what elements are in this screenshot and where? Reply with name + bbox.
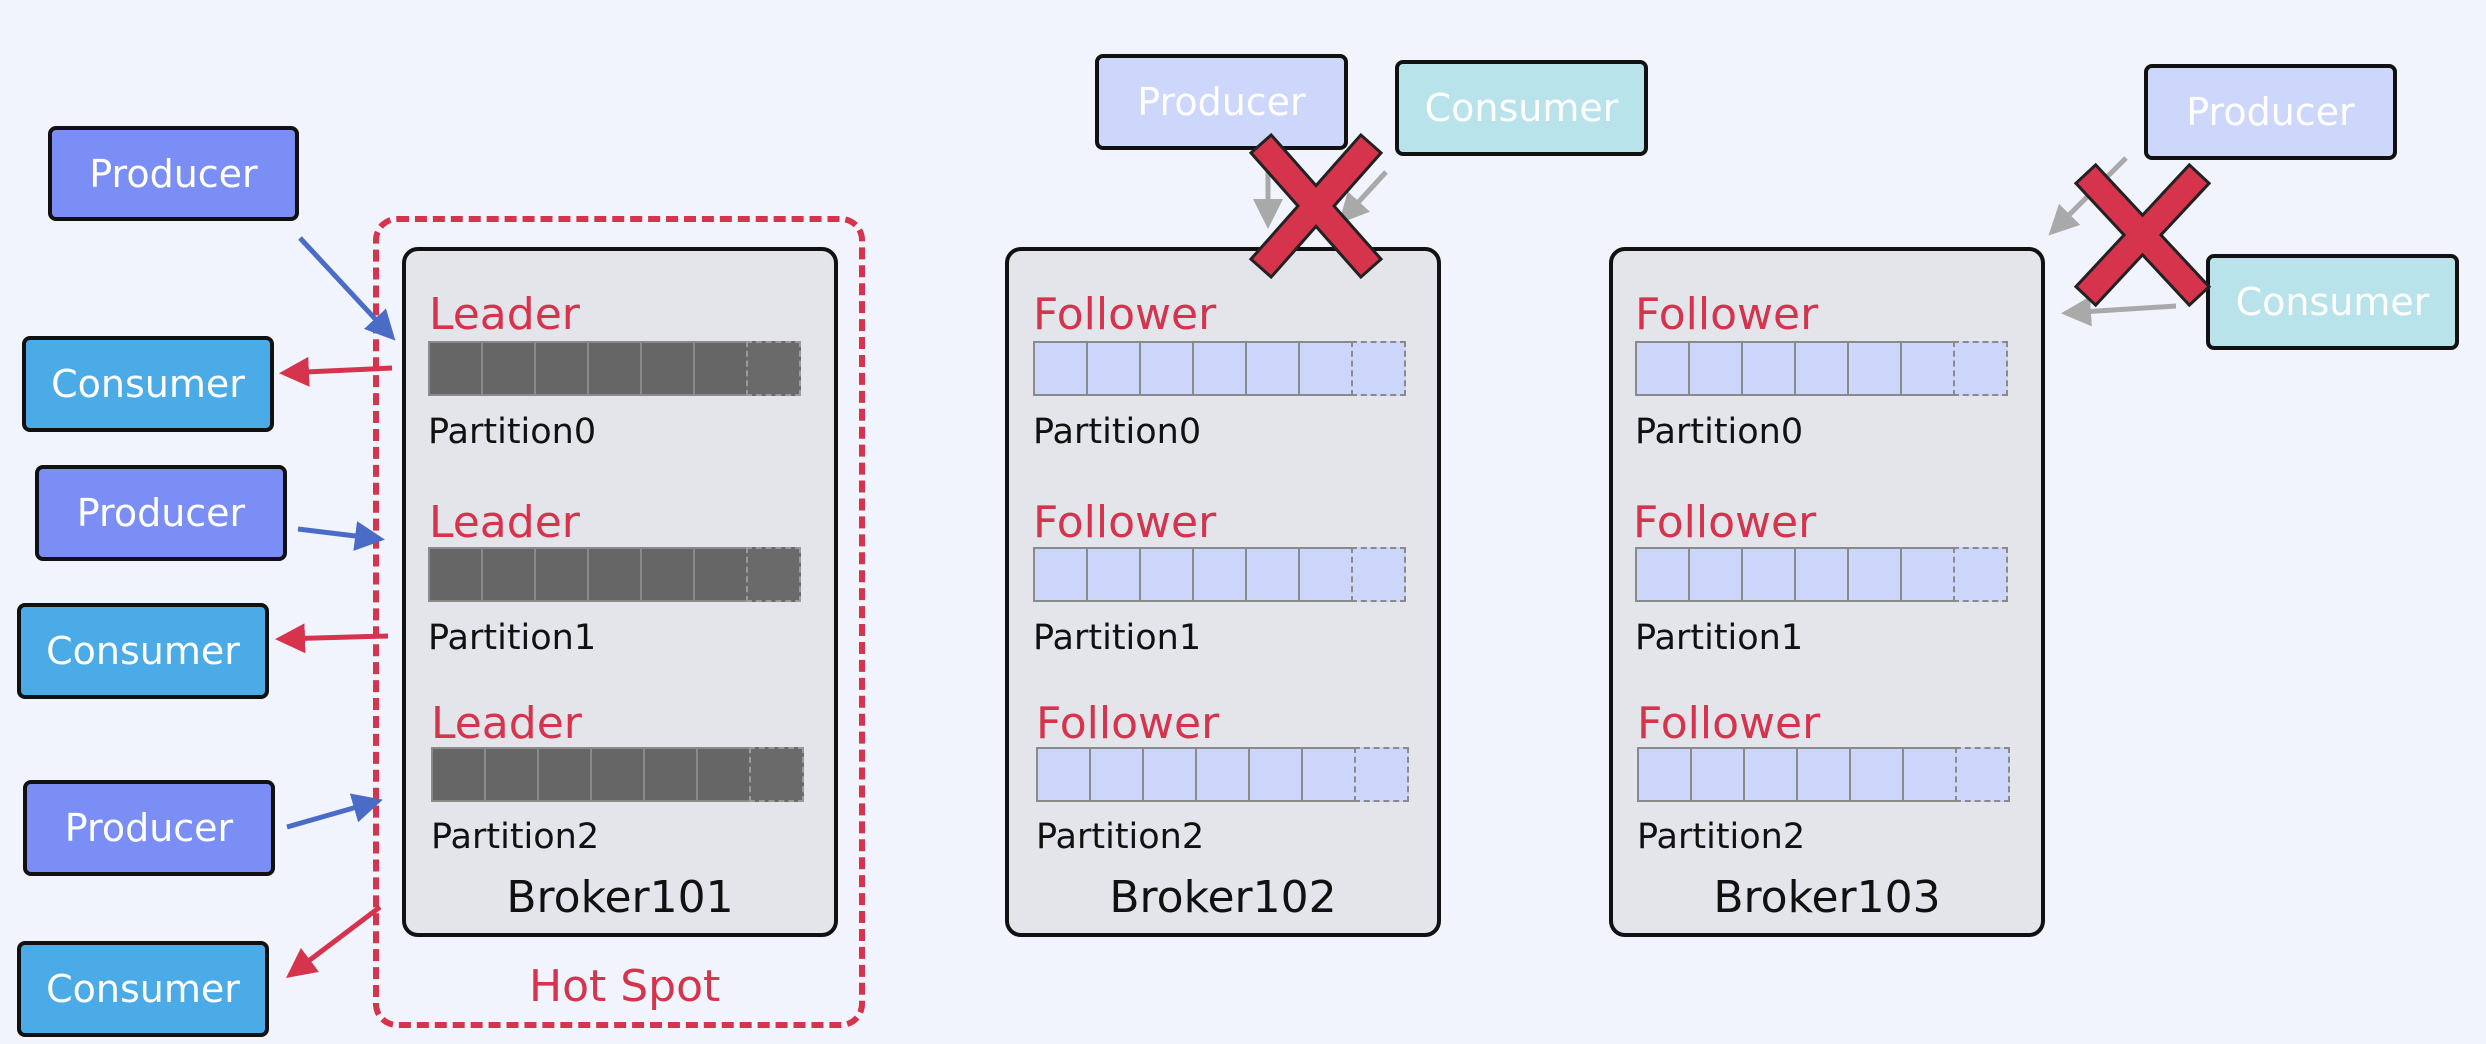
- producer-box-blocked: Producer: [1095, 54, 1348, 150]
- partition-log-bar: [428, 547, 801, 602]
- partition-role: Leader: [429, 497, 580, 548]
- producer-box: Producer: [48, 126, 299, 221]
- producer-box-blocked: Producer: [2144, 64, 2397, 160]
- partition-label: Partition1: [1033, 618, 1202, 658]
- read-arrow: [275, 623, 389, 654]
- consumer-box: Consumer: [17, 603, 269, 699]
- partition-label: Partition2: [1036, 817, 1205, 857]
- partition-label: Partition1: [428, 618, 597, 658]
- partition-role: Leader: [429, 289, 580, 340]
- producer-box: Producer: [23, 780, 275, 876]
- partition-label: Partition2: [431, 817, 600, 857]
- consumer-box: Consumer: [22, 336, 274, 432]
- partition-log-bar: [1637, 747, 2010, 802]
- hotspot-region: [373, 216, 865, 1028]
- producer-box: Producer: [35, 465, 287, 561]
- partition-label: Partition0: [1033, 412, 1202, 452]
- partition-label: Partition1: [1635, 618, 1804, 658]
- partition-role: Follower: [1637, 698, 1821, 749]
- broker-panel: Leader Partition0 Leader Partition1 Lead…: [402, 247, 838, 937]
- partition-label: Partition0: [1635, 412, 1804, 452]
- consumer-box: Consumer: [17, 941, 269, 1037]
- partition-role: Follower: [1033, 289, 1217, 340]
- partition-log-bar: [1033, 341, 1406, 396]
- consumer-box-blocked: Consumer: [2206, 254, 2459, 350]
- partition-label: Partition0: [428, 412, 597, 452]
- partition-log-bar: [428, 341, 801, 396]
- consumer-box-blocked: Consumer: [1395, 60, 1648, 156]
- inactive-arrow: [2061, 296, 2177, 327]
- partition-role: Follower: [1036, 698, 1220, 749]
- broker-panel: Follower Partition0 Follower Partition1 …: [1609, 247, 2045, 937]
- cross-icon: [1248, 132, 1384, 280]
- broker-panel: Follower Partition0 Follower Partition1 …: [1005, 247, 1441, 937]
- partition-role: Follower: [1633, 497, 1817, 548]
- read-arrow: [286, 905, 382, 979]
- inactive-arrow: [2048, 156, 2128, 236]
- write-arrow: [297, 521, 385, 551]
- hotspot-label: Hot Spot: [529, 961, 721, 1012]
- partition-log-bar: [431, 747, 804, 802]
- broker-name: Broker103: [1713, 872, 1941, 923]
- broker-name: Broker102: [1109, 872, 1337, 923]
- partition-log-bar: [1033, 547, 1406, 602]
- inactive-arrow: [1338, 170, 1388, 224]
- write-arrow: [286, 793, 383, 830]
- partition-log-bar: [1635, 547, 2008, 602]
- broker-name: Broker101: [506, 872, 734, 923]
- partition-log-bar: [1635, 341, 2008, 396]
- partition-role: Follower: [1635, 289, 1819, 340]
- partition-role: Follower: [1033, 497, 1217, 548]
- cross-icon: [2073, 162, 2212, 308]
- partition-label: Partition2: [1637, 817, 1806, 857]
- partition-log-bar: [1036, 747, 1409, 802]
- partition-role: Leader: [431, 698, 582, 749]
